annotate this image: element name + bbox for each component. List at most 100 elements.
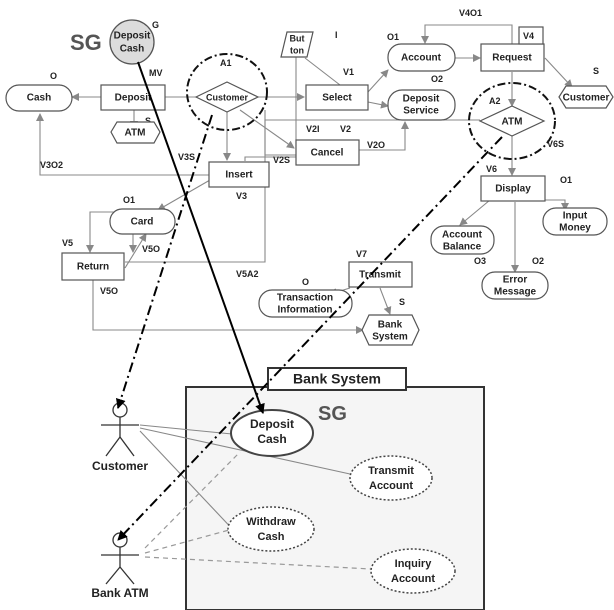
node-deposit-service-line2: Service [403,106,439,117]
node-atm-left [110,121,161,144]
node-transaction-information-line2: Information [278,305,333,316]
node-atm-decision-label: ATM [502,117,523,128]
node-input-money-line2: Money [559,223,591,234]
node-button-line1: But [290,33,305,43]
deposit-cash-start-line1: Deposit [114,31,151,42]
node-insert [208,161,270,188]
tag-v5o-left: V5O [142,244,160,254]
node-error-message-line1: Error [503,275,528,286]
tag-v7: V7 [356,249,367,259]
node-atm-left-label: ATM [125,128,146,139]
node-account-balance-line2: Balance [443,242,482,253]
node-account [387,43,456,72]
node-input-money-line1: Input [563,211,588,222]
node-cancel [295,139,360,166]
usecase-transmit-account-line1: Transmit [368,465,414,477]
g-tag: G [152,20,159,30]
tag-v2i: V2I [306,124,320,134]
node-select [305,84,369,111]
node-button-line2: ton [290,45,304,55]
tag-v4: V4 [523,31,534,41]
bottom-sg-label: SG [318,403,347,425]
tag-v2o: V2O [367,140,385,150]
usecase-inquiry-account-line1: Inquiry [395,558,433,570]
node-customer-right-label: Customer [563,93,610,104]
node-cash [5,84,73,112]
usecase-deposit-cash-line1: Deposit [250,417,294,431]
node-transaction-information [258,289,353,318]
tag-v3o2: V3O2 [40,160,63,170]
node-deposit-service-line1: Deposit [403,94,440,105]
usecase-transmit-account-line2: Account [369,480,413,492]
tag-a1: A1 [220,58,232,68]
tag-v6: V6 [486,164,497,174]
deposit-cash-start-line2: Cash [120,44,144,55]
usecase-deposit-cash [230,409,314,457]
node-input-money [542,207,608,236]
node-insert-label: Insert [225,170,253,181]
tag-o3: O3 [474,256,486,266]
node-card [109,208,176,235]
usecase-withdraw-cash-line1: Withdraw [246,516,296,528]
tag-s-customer: S [593,66,599,76]
tag-o1-account: O1 [387,32,399,42]
bank-system-title: Bank System [293,371,381,387]
top-edges [36,24,573,334]
tag-v3s: V3S [178,152,195,162]
node-card-label: Card [131,217,154,228]
node-return [61,252,125,281]
v4-box [518,26,544,45]
node-error-message-line2: Message [494,287,537,298]
node-select-label: Select [322,93,352,104]
node-transaction-information-line1: Transaction [277,293,333,304]
tag-o1-input: O1 [560,175,572,185]
tag-o-transaction: O [302,277,309,287]
tag-i-button: I [335,30,338,40]
usecase-inquiry-account [370,548,456,594]
usecase-withdraw-cash-line2: Cash [258,531,285,543]
usecase-withdraw-cash [227,506,315,552]
node-deposit-cash-start: Deposit Cash [109,19,155,65]
usecase-deposit-cash-line2: Cash [257,432,286,446]
tag-o2-service: O2 [431,74,443,84]
tag-o1-card: O1 [123,195,135,205]
actor-bank-atm [101,532,139,585]
mapping-arrows [115,61,503,541]
node-account-label: Account [401,53,442,64]
top-sg-title: SG [70,30,102,55]
node-request [480,43,545,72]
tag-v5a2: V5A2 [236,269,259,279]
node-account-balance [430,225,495,255]
node-deposit-service [387,89,456,121]
mapping-arrow-atm [117,136,503,541]
tag-v3: V3 [236,191,247,201]
bank-system-title-box [267,367,407,391]
mv-tag: MV [149,68,163,78]
tag-v2: V2 [340,124,351,134]
node-customer-right [558,85,614,109]
tag-v2s: V2S [273,155,290,165]
node-cash-label: Cash [27,93,51,104]
tag-v1: V1 [343,67,354,77]
node-customer-decision-label: Customer [206,92,249,102]
tag-v6s: V6S [547,139,564,149]
tag-v5o-bottom: V5O [100,286,118,296]
node-button [280,31,314,58]
actor-customer-label: Customer [92,459,148,473]
node-atm-decision [478,105,546,137]
node-display [480,175,546,202]
node-transmit [348,261,413,288]
a1-region [186,53,268,131]
node-bank-system-line2: System [372,332,408,343]
node-account-balance-line1: Account [442,230,483,241]
tag-a2: A2 [489,96,501,106]
tag-v5: V5 [62,238,73,248]
node-deposit-label: Deposit [115,93,152,104]
node-request-label: Request [492,53,532,64]
node-display-label: Display [495,184,531,195]
actor-customer [101,402,139,457]
node-error-message [481,271,549,300]
usecase-inquiry-account-line2: Account [391,573,435,585]
tag-o2-error: O2 [532,256,544,266]
